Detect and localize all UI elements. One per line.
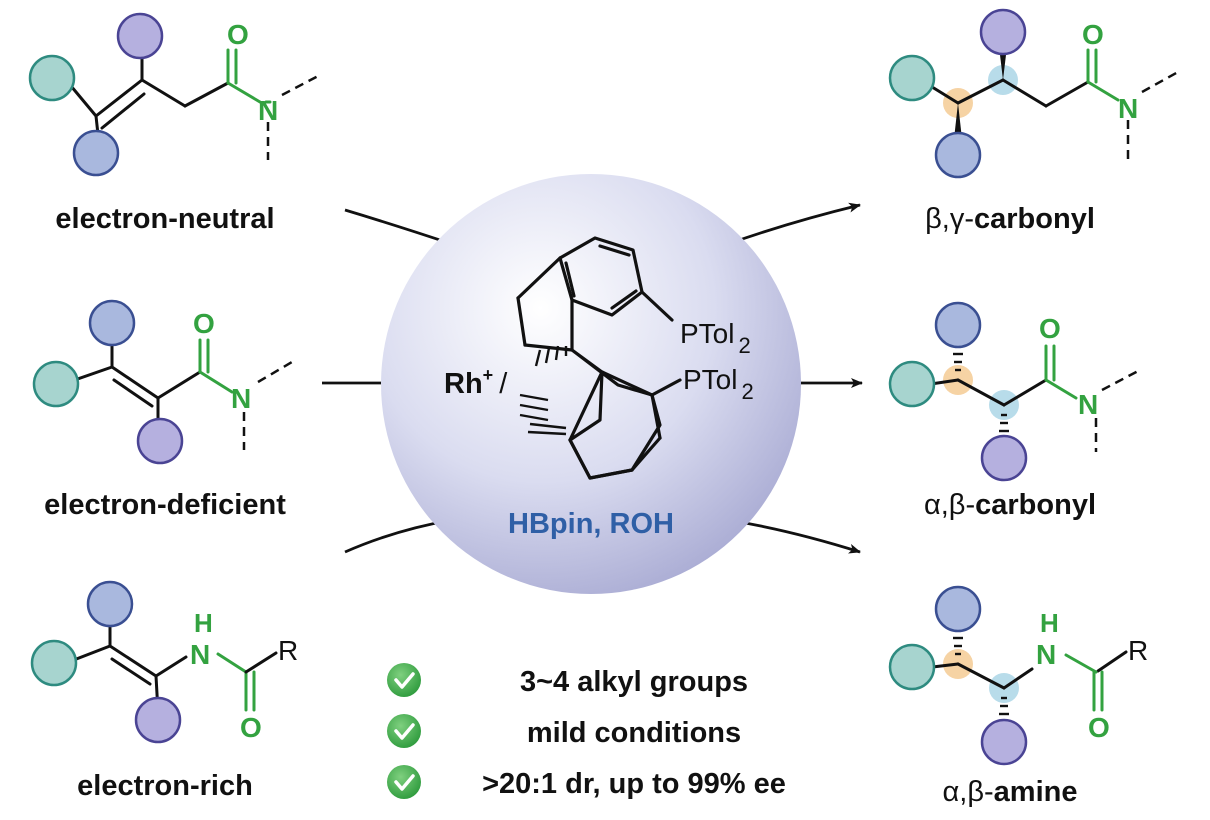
feature-item: 3~4 alkyl groups <box>387 663 748 698</box>
substrate-electron-deficient: O N electron-deficient <box>32 299 293 521</box>
blue-substituent-circle <box>72 129 120 177</box>
arrow-out-top <box>727 202 861 246</box>
reagents-label: HBpin, ROH <box>508 508 674 540</box>
feature-item: mild conditions <box>387 714 741 749</box>
feature-text: 3~4 alkyl groups <box>520 666 748 698</box>
nitrogen-atom: N <box>1078 389 1098 420</box>
hashed-bonds <box>519 345 568 436</box>
hydrogen-atom: H <box>194 608 213 638</box>
electron-neutral-label: electron-neutral <box>55 203 274 235</box>
sphere-background <box>381 174 801 594</box>
product-alpha-beta-carbonyl: O N α,β-carbonyl <box>888 301 1141 521</box>
teal-substituent-circle <box>888 360 936 408</box>
r-group: R <box>278 635 298 666</box>
electron-rich-label: electron-rich <box>77 770 253 802</box>
feature-checklist: 3~4 alkyl groups mild conditions >20:1 d… <box>387 663 786 800</box>
teal-substituent-circle <box>30 639 78 687</box>
blue-substituent-circle <box>86 580 134 628</box>
teal-substituent-circle <box>888 643 936 691</box>
purple-substituent-circle <box>134 696 182 744</box>
teal-substituent-circle <box>32 360 80 408</box>
substrate-electron-neutral: O N electron-neutral <box>28 12 321 235</box>
nitrogen-atom: N <box>190 639 210 670</box>
feature-item: >20:1 dr, up to 99% ee <box>387 765 786 800</box>
blue-substituent-circle <box>88 299 136 347</box>
hashed-bond <box>952 628 1010 724</box>
spiro-ligand-structure <box>516 236 682 480</box>
product-alpha-beta-amine: H N O R α,β-amine <box>888 585 1148 808</box>
oxygen-atom: O <box>193 308 215 339</box>
nitrogen-atom: N <box>1036 639 1056 670</box>
nitrogen-atom: N <box>1118 93 1138 124</box>
purple-substituent-circle <box>136 417 184 465</box>
electron-deficient-label: electron-deficient <box>44 489 286 521</box>
hydrogen-atom: H <box>1040 608 1059 638</box>
purple-substituent-circle <box>116 12 164 60</box>
rhodium-label: Rh+/ <box>444 365 508 400</box>
alpha-beta-amine-label: α,β-amine <box>943 776 1078 808</box>
check-icon <box>387 765 421 799</box>
blue-substituent-circle <box>934 585 982 633</box>
check-icon <box>387 714 421 748</box>
oxygen-atom: O <box>240 712 262 743</box>
oxygen-atom: O <box>1082 19 1104 50</box>
feature-text: mild conditions <box>527 717 741 749</box>
check-icon <box>387 663 421 697</box>
beta-gamma-carbonyl-label: β,γ-carbonyl <box>925 203 1095 235</box>
oxygen-atom: O <box>1088 712 1110 743</box>
product-beta-gamma-carbonyl: O N β,γ-carbonyl <box>888 8 1179 235</box>
arrow-in-top <box>344 208 453 246</box>
blue-substituent-circle <box>934 301 982 349</box>
nitrogen-atom: N <box>231 383 251 414</box>
teal-substituent-circle <box>888 54 936 102</box>
purple-substituent-circle <box>980 434 1028 482</box>
teal-substituent-circle <box>28 54 76 102</box>
nitrogen-atom: N <box>258 95 278 126</box>
arrow-out-bottom <box>727 518 861 554</box>
r-group: R <box>1128 635 1148 666</box>
purple-substituent-circle <box>980 718 1028 766</box>
oxygen-atom: O <box>1039 313 1061 344</box>
substrate-electron-rich: H N O R electron-rich <box>30 580 298 802</box>
blue-substituent-circle <box>934 131 982 179</box>
alpha-beta-carbonyl-label: α,β-carbonyl <box>924 489 1096 521</box>
feature-text: >20:1 dr, up to 99% ee <box>482 768 786 800</box>
oxygen-atom: O <box>227 19 249 50</box>
purple-substituent-circle <box>979 8 1027 56</box>
